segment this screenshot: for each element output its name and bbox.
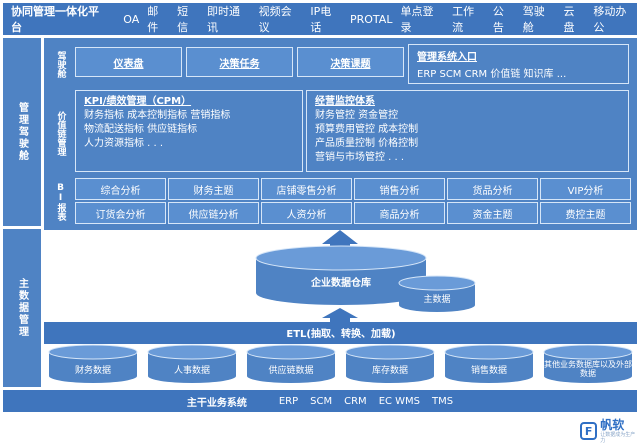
top-item-portal[interactable]: PROTAL — [350, 12, 393, 26]
top-item-sms[interactable]: 短信 — [177, 5, 189, 34]
bottom-title: 主干业务系统 — [186, 397, 247, 409]
management-cockpit-label: 管理驾驶舱 — [3, 38, 41, 226]
kpi-panel: KPI/绩效管理（CPM） 财务指标 成本控制指标 营销指标 物流配送指标 供应… — [75, 90, 303, 172]
bi-cell[interactable]: VIP分析 — [540, 178, 631, 200]
top-item-cockpit[interactable]: 驾驶舱 — [522, 5, 545, 34]
system-entry-items: ERP SCM CRM 价值链 知识库 ... — [417, 69, 567, 80]
bi-cell[interactable]: 货品分析 — [447, 178, 538, 200]
source-label: 销售数据 — [471, 364, 507, 376]
source-label: 人事数据 — [174, 364, 210, 376]
kpi-title: KPI/绩效管理（CPM） — [84, 96, 192, 107]
source-cylinder — [444, 344, 534, 383]
source-label: 财务数据 — [75, 364, 111, 376]
bi-cell[interactable]: 订货会分析 — [75, 202, 166, 224]
bi-cell[interactable]: 供应链分析 — [168, 202, 259, 224]
warehouse-label: 企业数据仓库 — [310, 276, 371, 289]
source-cylinder — [246, 344, 336, 383]
data-flow-diagram: 企业数据仓库 主数据 ETL(抽取、转换、加载) 财务数据 人事数据 供应链数据… — [44, 230, 637, 383]
source-cylinder — [147, 344, 237, 383]
bottom-item-erp[interactable]: ERP — [278, 395, 299, 407]
master-data-label: 主数据 — [423, 293, 450, 305]
bottom-item-tms[interactable]: TMS — [432, 395, 454, 407]
fanruan-logo-icon: F — [580, 422, 598, 440]
platform-title: 协同管理一体化平台 — [11, 5, 99, 34]
top-item-workflow[interactable]: 工作流 — [452, 5, 475, 34]
master-data-label: 主数据管理 — [3, 229, 41, 387]
source-label: 其他业务数据库以及外部数据 — [544, 360, 632, 378]
ops-title: 经营监控体系 — [315, 96, 375, 107]
tab-decision-task[interactable]: 决策任务 — [186, 47, 293, 77]
ops-monitor-panel: 经营监控体系 财务管控 资金管控 预算费用管控 成本控制 产品质量控制 价格控制… — [306, 90, 629, 172]
top-item-im[interactable]: 即时通讯 — [206, 5, 240, 34]
bottom-item-wms[interactable]: EC WMS — [378, 395, 421, 407]
bi-cell[interactable]: 人资分析 — [261, 202, 352, 224]
brand-tagline: 让数据成为生产力 — [600, 431, 636, 444]
top-bar: 协同管理一体化平台 OA 邮件 短信 即时通讯 视频会议 IP电话 PROTAL… — [3, 3, 637, 35]
master-data-cylinder — [398, 275, 476, 312]
top-item-mail[interactable]: 邮件 — [147, 5, 159, 34]
bottom-item-scm[interactable]: SCM — [310, 395, 333, 407]
kpi-line-2: 物流配送指标 供应链指标 — [84, 124, 198, 135]
top-item-cloud[interactable]: 云盘 — [563, 5, 575, 34]
source-label: 供应链数据 — [268, 364, 313, 376]
bottom-item-crm[interactable]: CRM — [344, 395, 367, 407]
cockpit-row-label: 驾驶舱 — [55, 50, 66, 78]
value-chain-label: 价值链管理 — [55, 110, 66, 156]
top-item-ipphone[interactable]: IP电话 — [310, 5, 332, 34]
arrow-up-icon — [322, 308, 358, 322]
bi-label: BI报表 — [55, 183, 66, 221]
bi-cell[interactable]: 费控主题 — [540, 202, 631, 224]
ops-line-4: 营销与市场管控 . . . — [315, 152, 405, 163]
source-label: 库存数据 — [372, 364, 408, 376]
system-entry-panel[interactable]: 管理系统入口 ERP SCM CRM 价值链 知识库 ... — [408, 44, 629, 84]
etl-bar — [44, 322, 637, 344]
top-item-mobile[interactable]: 移动办公 — [593, 5, 627, 34]
ops-line-1: 财务管控 资金管控 — [315, 110, 399, 121]
bi-cell[interactable]: 综合分析 — [75, 178, 166, 200]
source-cylinder — [543, 344, 633, 383]
kpi-line-1: 财务指标 成本控制指标 营销指标 — [84, 110, 231, 121]
arrow-up-icon — [322, 230, 358, 250]
source-cylinder — [48, 344, 138, 383]
system-entry-title: 管理系统入口 — [417, 52, 477, 63]
ops-line-3: 产品质量控制 价格控制 — [315, 138, 419, 149]
top-item-oa[interactable]: OA — [123, 12, 140, 26]
tab-dashboard[interactable]: 仪表盘 — [75, 47, 182, 77]
bi-cell[interactable]: 财务主题 — [168, 178, 259, 200]
bi-cell[interactable]: 销售分析 — [354, 178, 445, 200]
etl-label: ETL(抽取、转换、加载) — [286, 327, 395, 340]
top-item-video[interactable]: 视频会议 — [258, 5, 292, 34]
brand-logo: F 帆软 让数据成为生产力 — [580, 416, 638, 446]
bi-cell[interactable]: 资金主题 — [447, 202, 538, 224]
warehouse-cylinder — [255, 245, 427, 305]
bi-cell[interactable]: 商品分析 — [354, 202, 445, 224]
source-cylinder — [345, 344, 435, 383]
tab-decision-topic[interactable]: 决策课题 — [297, 47, 404, 77]
kpi-line-3: 人力资源指标 . . . — [84, 138, 164, 149]
brand-name: 帆软 — [600, 417, 625, 432]
bottom-bar: 主干业务系统 ERP SCM CRM EC WMS TMS — [3, 390, 637, 412]
top-item-sso[interactable]: 单点登录 — [400, 5, 434, 34]
ops-line-2: 预算费用管控 成本控制 — [315, 124, 419, 135]
top-item-notice[interactable]: 公告 — [492, 5, 504, 34]
bi-cell[interactable]: 店铺零售分析 — [261, 178, 352, 200]
